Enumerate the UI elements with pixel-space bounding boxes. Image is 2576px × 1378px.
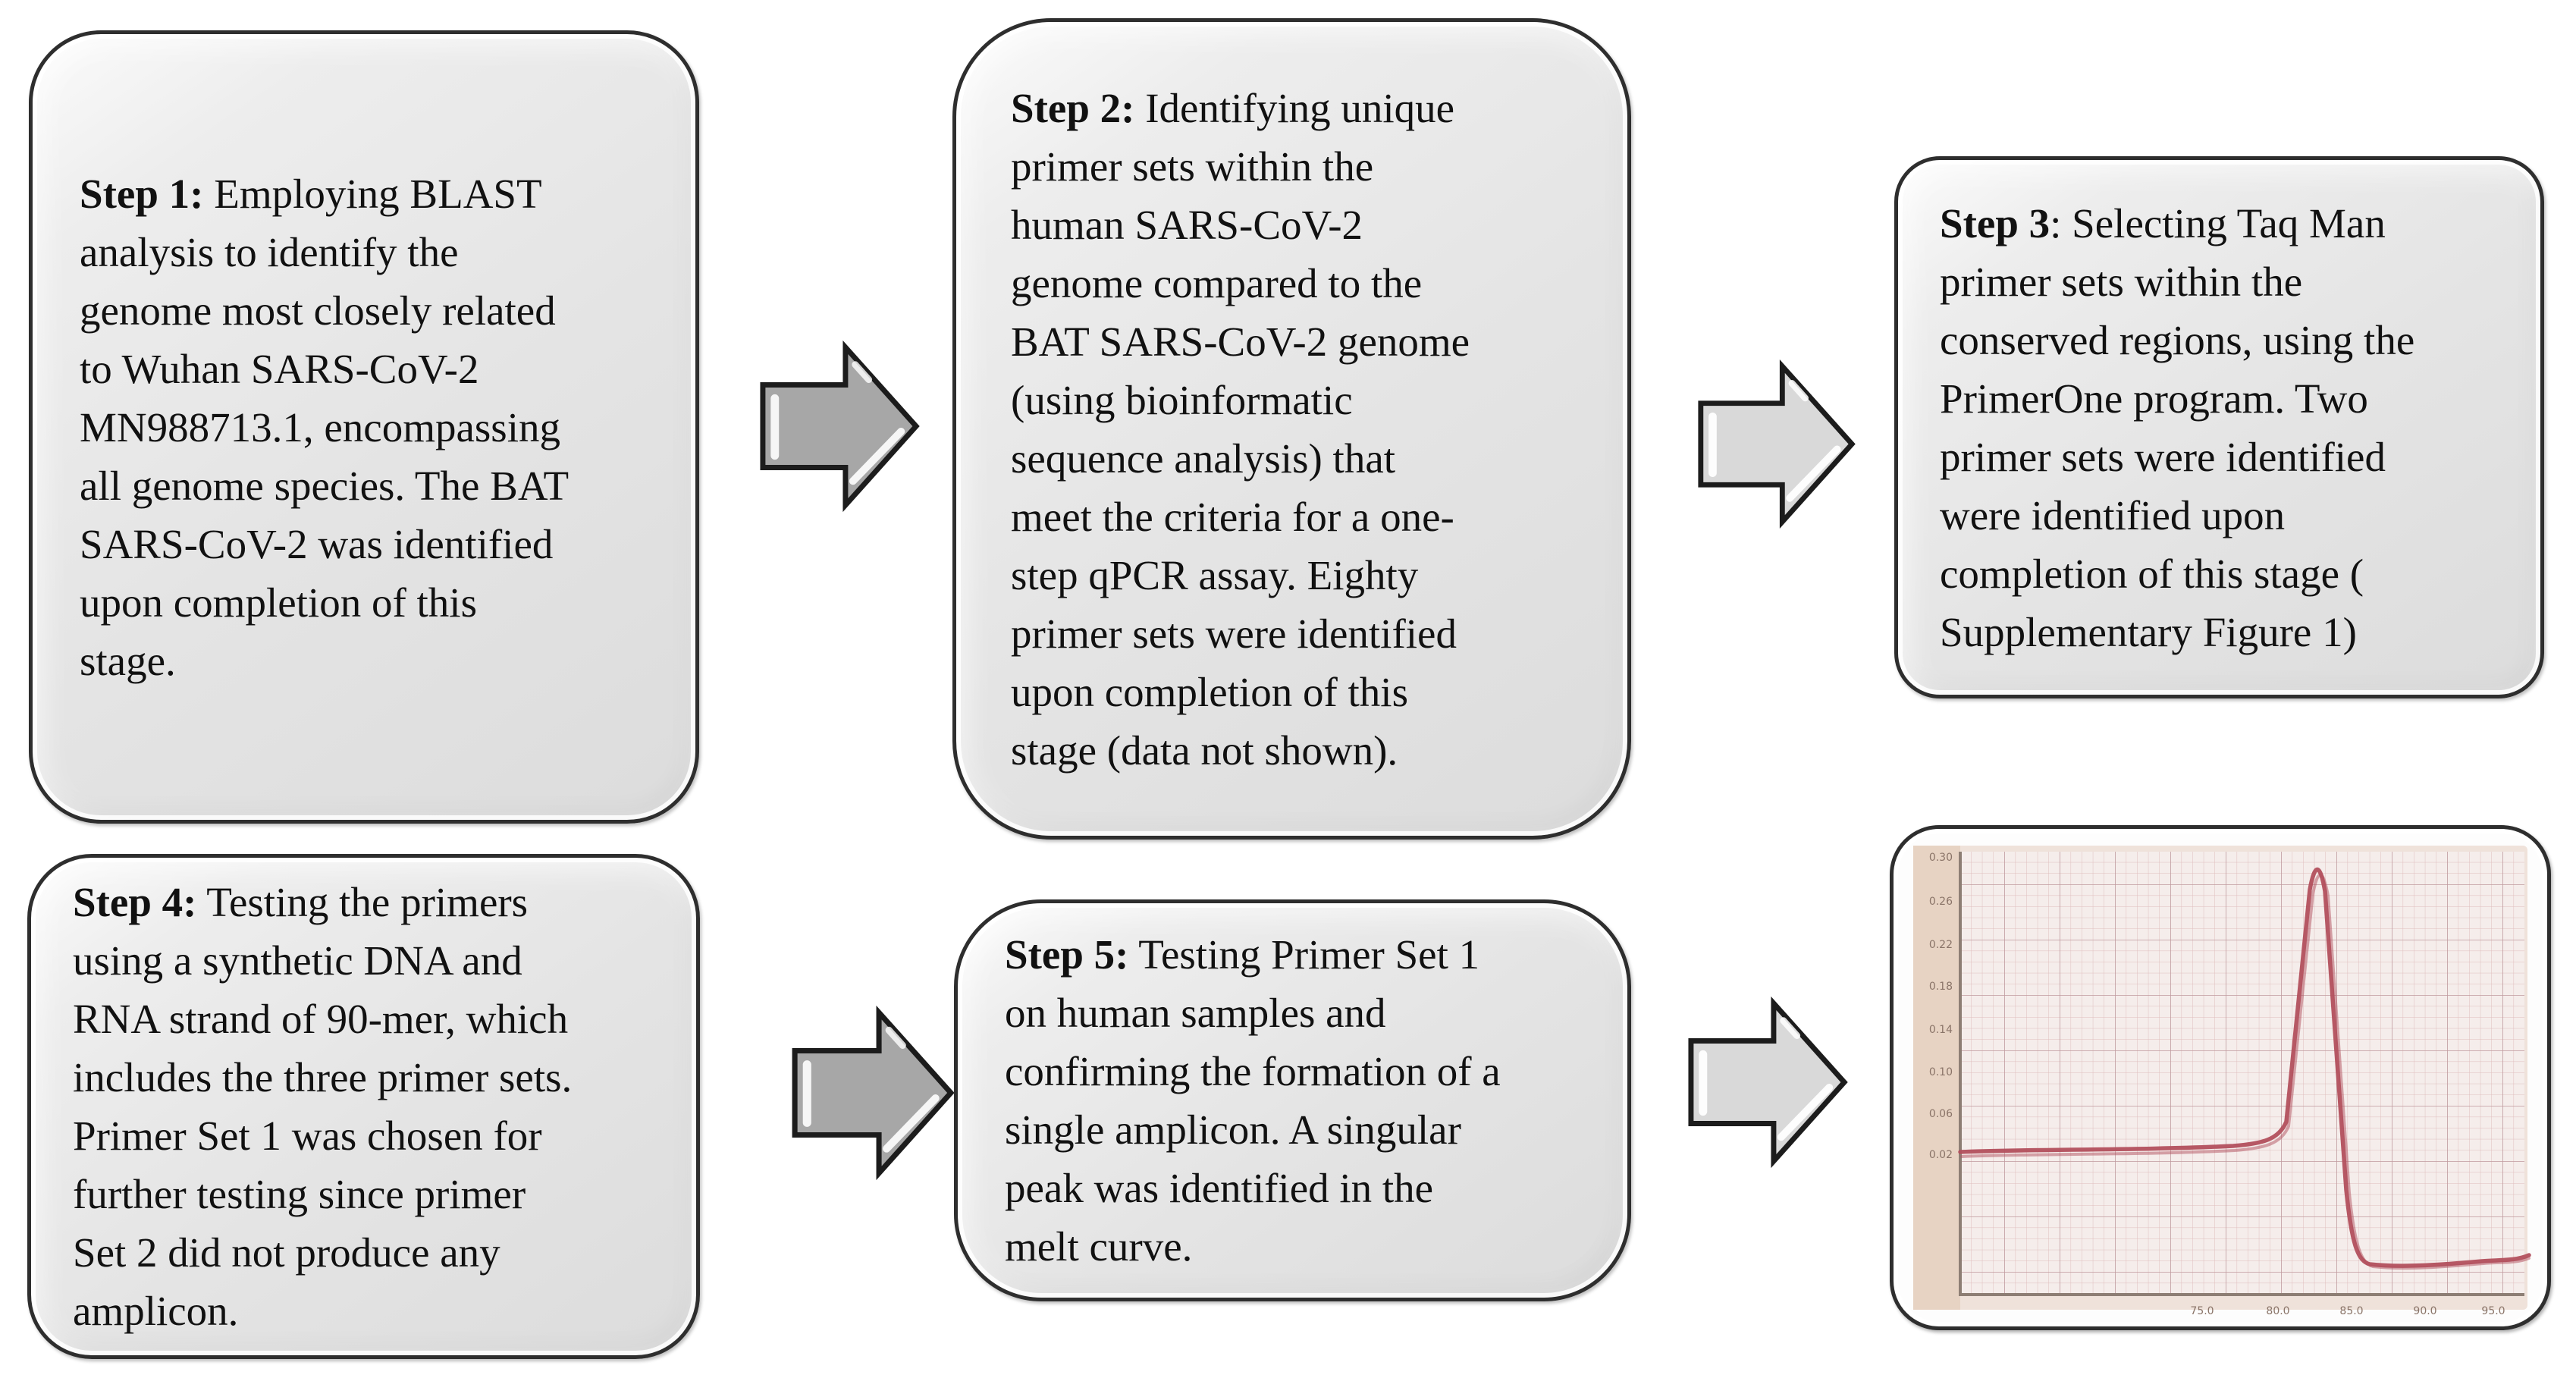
arrow-highlight-lower: [1786, 445, 1841, 502]
step-box-1: Step 1: Employing BLAST analysis to iden…: [29, 30, 699, 824]
y-axis-tick-label: 0.02: [1929, 1149, 1953, 1161]
step-1-text: Step 1: Employing BLAST analysis to iden…: [80, 165, 665, 690]
step-3-label: Step 3: [1940, 199, 2050, 246]
block-arrow-icon: [1688, 996, 1848, 1169]
plot-grid-major: [1960, 852, 2524, 1295]
arrow-right-icon-2: [1695, 359, 1858, 529]
step-5-body: Testing Primer Set 1 on human samples an…: [1005, 931, 1501, 1270]
y-axis-tick-label: 0.26: [1929, 896, 1953, 908]
x-axis-tick-label: 90.0: [2413, 1305, 2436, 1317]
step-2-text: Step 2: Identifying unique primer sets w…: [1011, 79, 1593, 780]
step-1-label: Step 1:: [80, 170, 204, 217]
arrow-shape: [792, 1005, 955, 1181]
melt-curve-figure: 0.30 0.26 0.22 0.18 0.14 0.10 0.06 0.02 …: [1913, 846, 2531, 1317]
arrow-highlight-upper: [885, 1026, 906, 1049]
step-box-3: Step 3: Selecting Taq Man primer sets wi…: [1894, 156, 2544, 698]
x-axis-tick-label: 95.0: [2481, 1305, 2505, 1317]
y-axis-tick-label: 0.30: [1929, 852, 1953, 864]
y-axis-tick-label: 0.14: [1929, 1024, 1953, 1036]
y-axis-tick-label: 0.10: [1929, 1066, 1953, 1078]
axes-lines: [1959, 852, 2524, 1296]
step-5-text: Step 5: Testing Primer Set 1 on human sa…: [1005, 925, 1599, 1276]
x-axis-tick-label: 80.0: [2266, 1305, 2289, 1317]
x-axis-tick-label: 85.0: [2339, 1305, 2363, 1317]
step-3-text: Step 3: Selecting Taq Man primer sets wi…: [1940, 194, 2519, 661]
step-box-4: Step 4: Testing the primers using a synt…: [27, 854, 700, 1359]
step-1-body: Employing BLAST analysis to identify the…: [80, 170, 569, 684]
step-4-text: Step 4: Testing the primers using a synt…: [73, 873, 675, 1340]
step-3-body: : Selecting Taq Man primer sets within t…: [1940, 199, 2415, 655]
y-axis-tick-label: 0.22: [1929, 939, 1953, 951]
block-arrow-icon: [792, 1005, 955, 1181]
x-axis-tick-label: 75.0: [2190, 1305, 2214, 1317]
step-2-body: Identifying unique primer sets within th…: [1011, 84, 1470, 774]
arrow-right-icon-1: [757, 340, 922, 513]
y-axis-tick-label: 0.06: [1929, 1108, 1953, 1120]
step-box-5: Step 5: Testing Primer Set 1 on human sa…: [954, 899, 1631, 1301]
arrow-highlight-upper: [852, 361, 873, 384]
arrow-shape: [1688, 996, 1848, 1169]
block-arrow-icon: [1698, 359, 1856, 529]
melt-curve-line-shadow: [1960, 873, 2531, 1270]
block-arrow-icon: [760, 340, 920, 513]
step-box-2: Step 2: Identifying unique primer sets w…: [952, 18, 1631, 840]
step-2-label: Step 2:: [1011, 84, 1135, 131]
arrow-highlight-upper: [1788, 379, 1809, 402]
arrow-right-icon-4: [1685, 996, 1850, 1169]
step-5-label: Step 5:: [1005, 931, 1129, 978]
melt-curve-panel: 0.30 0.26 0.22 0.18 0.14 0.10 0.06 0.02 …: [1890, 825, 2551, 1330]
axis-margin-strip: [1913, 846, 1960, 1310]
arrow-highlight-lower: [1777, 1083, 1834, 1141]
y-axis-tick-label: 0.18: [1929, 981, 1953, 993]
arrow-highlight-lower: [849, 427, 905, 485]
arrow-highlight-lower: [883, 1094, 940, 1153]
arrow-shape: [760, 340, 920, 513]
arrow-right-icon-3: [789, 1005, 957, 1181]
arrow-highlight-upper: [1780, 1017, 1801, 1040]
step-4-label: Step 4:: [73, 879, 197, 925]
arrow-shape: [1698, 359, 1856, 529]
step-4-body: Testing the primers using a synthetic DN…: [73, 879, 573, 1334]
